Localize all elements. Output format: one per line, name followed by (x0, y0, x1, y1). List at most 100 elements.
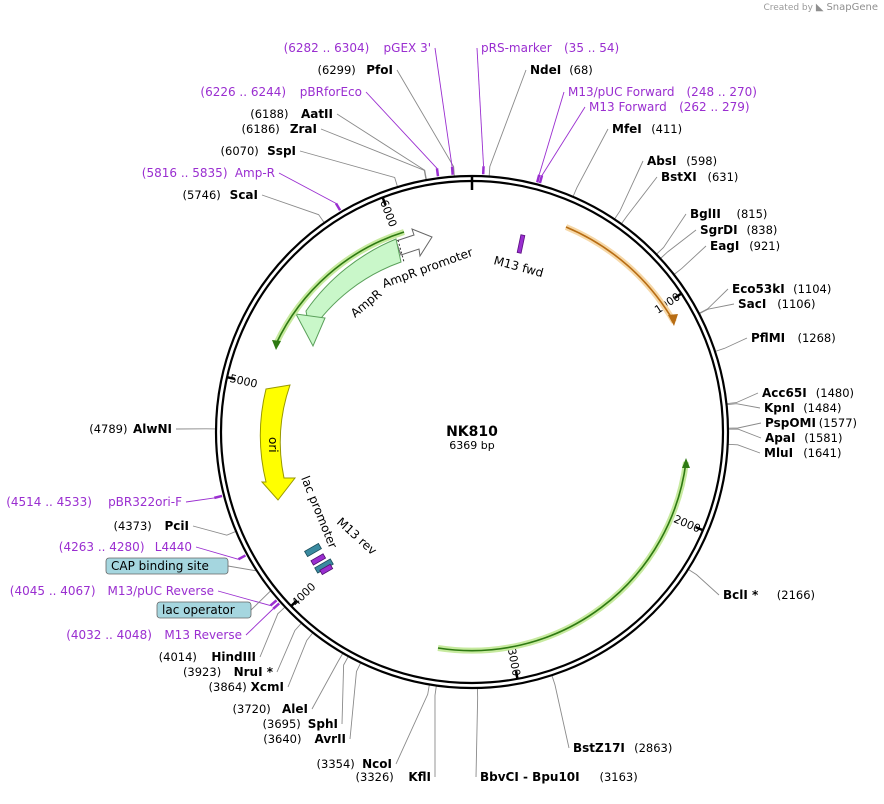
site-leader-line (435, 686, 436, 777)
site-leader-line (288, 633, 313, 687)
site-leader-line (674, 246, 706, 275)
primer: pRS-marker(35 .. 54) (481, 41, 619, 55)
primer-name: Amp-R (235, 166, 275, 180)
m13-fwd-label: M13 fwd (492, 253, 545, 280)
primer-site-mark (540, 175, 542, 183)
site-name: HindIII (211, 650, 256, 664)
restriction-site: PfoI(6299) (318, 63, 393, 77)
ori-label: ori (266, 437, 280, 453)
boxed-feature: CAP binding site (106, 558, 228, 574)
site-leader-line (728, 429, 761, 438)
cap-site-marker (305, 543, 322, 556)
orf-arc-green-right (438, 462, 686, 651)
primer-name: M13/pUC Forward (568, 85, 675, 99)
site-leader-line (728, 423, 761, 428)
primer: M13 Forward(262 .. 279) (589, 100, 750, 114)
restriction-site: BstZ17I(2863) (573, 741, 672, 755)
site-name: Acc65I (762, 386, 807, 400)
tick-label: 2000 (672, 513, 703, 536)
site-position: (3326) (356, 770, 394, 784)
feature-box-label: CAP binding site (111, 559, 209, 573)
primer-range: (4032 .. 4048) (66, 628, 152, 642)
site-name: BstXI (661, 170, 697, 184)
site-leader-line (614, 161, 643, 219)
site-position: (631) (708, 170, 739, 184)
site-leader-line (688, 569, 719, 595)
site-leader-line (715, 338, 747, 351)
restriction-site: EagI(921) (710, 239, 780, 253)
site-name: SspI (267, 144, 296, 158)
site-name: XcmI (251, 680, 284, 694)
site-leader-line (312, 653, 343, 709)
primer: L4440 (4263 .. 4280) (59, 540, 192, 554)
site-position: (5746) (183, 188, 221, 202)
site-leader-line (476, 688, 478, 777)
site-position: (3163) (600, 770, 638, 784)
primer-site-mark (214, 496, 222, 498)
boxed-feature: lac operator (157, 602, 251, 618)
primer-labels: pRS-marker(35 .. 54)M13/pUC Forward(248 … (6, 41, 757, 642)
site-leader-line (337, 114, 427, 180)
site-position: (1581) (804, 431, 842, 445)
primer-name: L4440 (155, 540, 192, 554)
site-position: (1484) (803, 401, 841, 415)
site-position: (411) (651, 122, 682, 136)
restriction-site: NdeI (68) (530, 63, 593, 77)
site-position: (6299) (318, 63, 356, 77)
site-name: MluI (764, 446, 793, 460)
primer-range: (4045 .. 4067) (10, 584, 96, 598)
site-name: BstZ17I (573, 741, 625, 755)
primer-range: (6226 .. 6244) (200, 85, 286, 99)
primer-leader-line (542, 107, 585, 175)
site-position: (3864) (209, 680, 247, 694)
tick-label: 5000 (228, 372, 258, 391)
restriction-site: BstXI (631) (661, 170, 738, 184)
primer-leader-line (477, 48, 484, 166)
site-leader-line (277, 623, 302, 672)
restriction-site: AatII(6188) (250, 107, 333, 121)
site-name: Eco53kI (732, 282, 785, 296)
site-leader-line (552, 675, 569, 748)
plasmid-name: NK810 (446, 424, 498, 440)
primer: pGEX 3' (6282 .. 6304) (284, 41, 431, 55)
site-position: (815) (737, 207, 768, 221)
m13-fwd-marker (517, 235, 525, 253)
site-name: AlwNI (133, 422, 172, 436)
primer-name: pRS-marker (481, 41, 552, 55)
primer-leader-line (196, 547, 238, 559)
site-position: (921) (749, 239, 780, 253)
site-position: (3720) (233, 702, 271, 716)
site-position: (3640) (263, 732, 301, 746)
restriction-site: BbvCI - Bpu10I (3163) (480, 770, 638, 784)
site-position: (1268) (798, 331, 836, 345)
site-name: BbvCI - Bpu10I (480, 770, 580, 784)
restriction-site: MfeI(411) (612, 122, 682, 136)
primer: Amp-R(5816 .. 5835) (142, 166, 275, 180)
primer-leader-line (186, 498, 214, 502)
primer-name: pGEX 3' (384, 41, 431, 55)
site-leader-line (262, 195, 324, 223)
restriction-site: HindIII (4014) (159, 650, 256, 664)
primer: M13/pUC Reverse(4045 .. 4067) (10, 584, 214, 598)
primer-leader-line (366, 92, 437, 168)
site-leader-line (489, 70, 526, 177)
restriction-site: PspOMI(1577) (765, 416, 857, 430)
site-leader-line (300, 151, 398, 187)
site-position: (1577) (819, 416, 857, 430)
primer-name: M13 Forward (589, 100, 667, 114)
site-name: KflI (408, 770, 431, 784)
site-name: NdeI (530, 63, 561, 77)
snapgene-credit: Created by ◣ SnapGene (763, 2, 878, 13)
site-leader-line (728, 444, 760, 453)
site-leader-line (699, 289, 728, 313)
site-leader-line (193, 526, 236, 535)
site-name: SacI (738, 297, 766, 311)
primer: pBR322ori-F(4514 .. 4533) (6, 495, 182, 509)
primer-range: (4263 .. 4280) (59, 540, 145, 554)
site-name: AvrII (314, 732, 346, 746)
site-name: BglII (690, 207, 721, 221)
site-position: (68) (569, 63, 593, 77)
credit-prefix: Created by (763, 3, 813, 13)
site-position: (4014) (159, 650, 197, 664)
primer-range: (6282 .. 6304) (284, 41, 370, 55)
